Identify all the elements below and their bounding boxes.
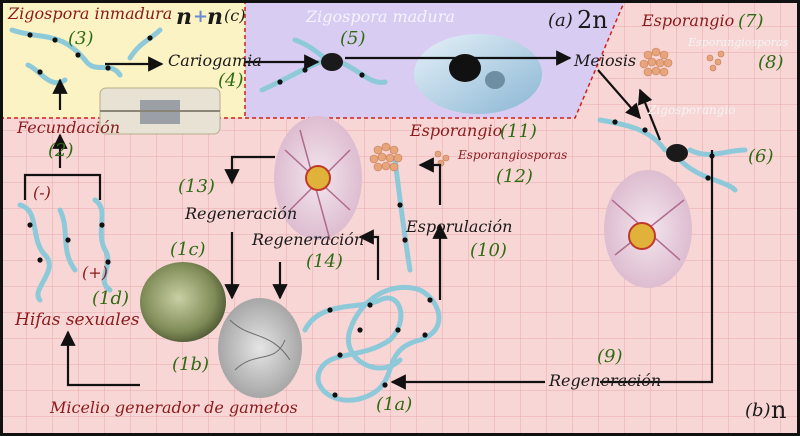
arrow-to-zygosporangium	[597, 69, 642, 120]
label-zigospora-madura: Zigospora madura	[306, 7, 455, 26]
step-13: (13)	[178, 176, 215, 197]
label-minus: (-)	[33, 183, 51, 202]
hypha-zygosporangium-left	[597, 117, 668, 153]
label-micelio-generador: Micelio generador de gametos	[50, 398, 298, 417]
step-9: (9)	[597, 346, 623, 367]
pink-mycelium-sporangium-photo	[274, 116, 362, 241]
hypha-zygosporangium-right	[687, 147, 748, 157]
label-meiosis: Meiosis	[574, 51, 637, 70]
step-2: (2)	[48, 140, 74, 161]
sporangium-cluster-mid	[369, 142, 450, 172]
hyphae	[9, 27, 748, 403]
hypha-minus	[17, 202, 52, 303]
label-haploid-formula-left: n	[176, 4, 192, 30]
step-4: (4)	[218, 70, 244, 91]
binding-hyphae-photo	[99, 87, 221, 135]
step-11: (11)	[500, 121, 537, 142]
arrow-to-sporangium	[637, 88, 662, 141]
label-c: (c)	[224, 6, 246, 25]
label-esporangio-top: Esporangio	[642, 11, 735, 30]
label-b: (b)	[745, 400, 771, 421]
step-3: (3)	[68, 28, 94, 49]
arrow-right-path	[600, 150, 714, 384]
label-cariogamia: Cariogamia	[168, 51, 262, 70]
arrow-regen-13	[224, 155, 275, 185]
label-zigospora-inmadura: Zigospora inmadura	[8, 4, 173, 23]
bracket-fusion	[23, 173, 102, 200]
label-fecundacion: Fecundación	[17, 118, 121, 137]
step-1b: (1b)	[172, 354, 210, 375]
step-5: (5)	[340, 28, 366, 49]
arrow-to-esporangio	[418, 157, 442, 205]
label-esporangio-mid: Esporangio	[410, 121, 503, 140]
step-1c: (1c)	[170, 239, 206, 260]
label-esporulacion: Esporulación	[406, 217, 513, 236]
sporangium-cluster-top	[639, 47, 725, 77]
zygosporangium-dark	[666, 144, 688, 162]
label-diploid-2n: 2n	[577, 6, 608, 34]
label-haploid-n: n	[771, 396, 787, 424]
zygosporangium-micrograph	[604, 170, 692, 288]
label-haploid-formula-plus: +	[193, 6, 209, 27]
label-regeneracion-14: Regeneración	[252, 230, 365, 249]
label-haploid-formula-right: n	[207, 4, 223, 30]
hypha-vegetative-mycelium	[302, 284, 442, 403]
label-esporangiosporas-top: Esporangiosporas	[688, 36, 789, 49]
mature-zygospore-photo	[414, 34, 542, 114]
step-1a: (1a)	[376, 394, 413, 415]
hypha-zygote-right	[127, 27, 163, 61]
step-12: (12)	[496, 166, 533, 187]
label-esporangiosporas-mid: Esporangiosporas	[458, 148, 568, 162]
cycle-arrows	[23, 50, 714, 390]
label-a: (a)	[548, 10, 573, 31]
hypha-plus	[92, 197, 113, 293]
arrow-regen-14	[358, 229, 380, 280]
hypha-sporangiophore	[392, 157, 413, 273]
zygospore-mature-dark	[321, 53, 343, 71]
grey-mycelium-photo	[218, 298, 302, 398]
label-regeneracion-13: Regeneración	[185, 204, 298, 223]
step-1d: (1d)	[92, 288, 130, 309]
label-zigosporangio: Zigosporangio	[648, 103, 736, 117]
label-plus: (+)	[82, 263, 108, 282]
step-10: (10)	[470, 240, 507, 261]
hypha-mature-right	[337, 59, 388, 85]
label-hifas-sexuales: Hifas sexuales	[15, 310, 140, 330]
step-8: (8)	[758, 52, 784, 73]
label-regeneracion-9: Regeneración	[549, 371, 662, 390]
step-7: (7)	[738, 11, 764, 32]
step-14: (14)	[306, 251, 343, 272]
arrow-to-hifas	[60, 330, 140, 387]
moldy-bread-photo	[140, 262, 226, 342]
step-6: (6)	[748, 146, 774, 167]
